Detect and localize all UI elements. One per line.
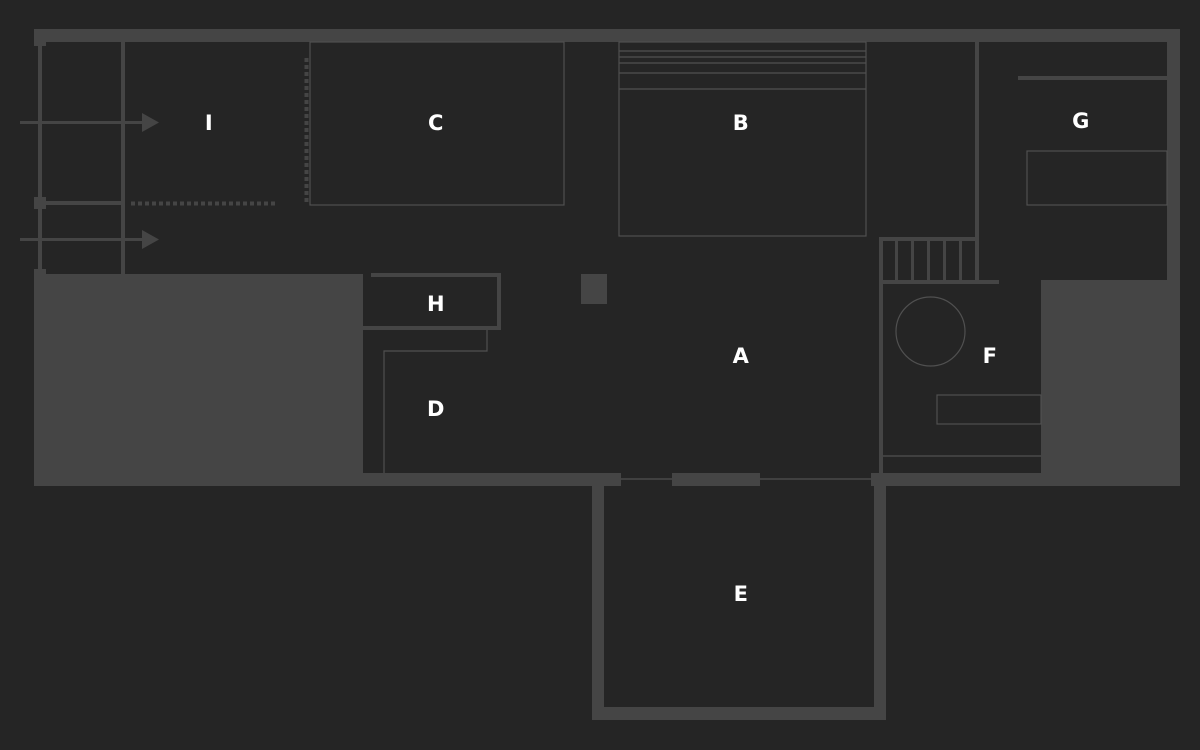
- wall-right: [1167, 29, 1180, 486]
- room-label-i: I: [205, 111, 213, 135]
- wall-bottom-mid-left: [363, 473, 621, 486]
- partition-h-left: [327, 274, 331, 330]
- partition-h-top: [371, 273, 501, 277]
- terrace-post-left: [38, 42, 42, 274]
- terrace-post-right: [121, 42, 125, 274]
- entry-arrow-upper-shaft: [20, 121, 146, 124]
- partition-h-right: [497, 273, 501, 330]
- partition-f-top: [879, 280, 999, 284]
- partition-stairs-top: [879, 237, 979, 241]
- room-label-e: E: [734, 582, 749, 606]
- wall-bottom-mid-window: [672, 473, 760, 486]
- room-label-h: H: [427, 292, 445, 316]
- partition-f-left: [879, 237, 883, 481]
- stair-tread: [943, 240, 946, 282]
- terrace-post-node-mid: [34, 197, 46, 209]
- solid-mass-left: [34, 274, 363, 486]
- solid-mass-right: [1041, 280, 1180, 486]
- terrace-post-node-bottom: [34, 269, 46, 275]
- wall-e-right: [874, 480, 886, 720]
- wall-e-left: [592, 480, 604, 720]
- room-label-g: G: [1072, 109, 1090, 133]
- partition-g-shelf: [1018, 76, 1167, 80]
- stair-tread: [959, 240, 962, 282]
- entry-arrow-upper-head: [142, 113, 159, 132]
- stair-tread: [927, 240, 930, 282]
- fixture-f-counter: [936, 394, 1042, 425]
- fixture-d-counter: [383, 330, 488, 473]
- column: [581, 274, 607, 304]
- wall-bottom-mid-right: [871, 473, 1041, 486]
- partition-bg-divider: [975, 42, 979, 284]
- room-labels: A B C D E F G H I: [205, 109, 1090, 606]
- solid-masses: [34, 274, 1180, 486]
- stair-tread: [895, 240, 898, 282]
- walls: [34, 29, 1180, 720]
- fixture-g-bench: [1026, 150, 1168, 206]
- stairs: [895, 240, 962, 282]
- wall-left: [34, 29, 46, 46]
- fixture-c-unit: [309, 41, 565, 206]
- terrace-beam: [40, 201, 125, 205]
- room-label-f: F: [983, 344, 998, 368]
- partition-h-bottom: [327, 326, 501, 330]
- entry-arrow-lower-head: [142, 230, 159, 249]
- fixtures: [309, 41, 1168, 480]
- room-label-d: D: [427, 397, 445, 421]
- wall-e-bottom: [592, 707, 886, 720]
- fixture-b-bed: [618, 41, 867, 237]
- room-label-a: A: [733, 344, 750, 368]
- fixture-f-round-basin: [895, 296, 966, 367]
- wall-top: [34, 29, 1180, 42]
- terrace-structure: [20, 42, 309, 275]
- entry-arrow-lower-shaft: [20, 238, 146, 241]
- room-label-c: C: [428, 111, 444, 135]
- room-label-b: B: [733, 111, 750, 135]
- stair-tread: [911, 240, 914, 282]
